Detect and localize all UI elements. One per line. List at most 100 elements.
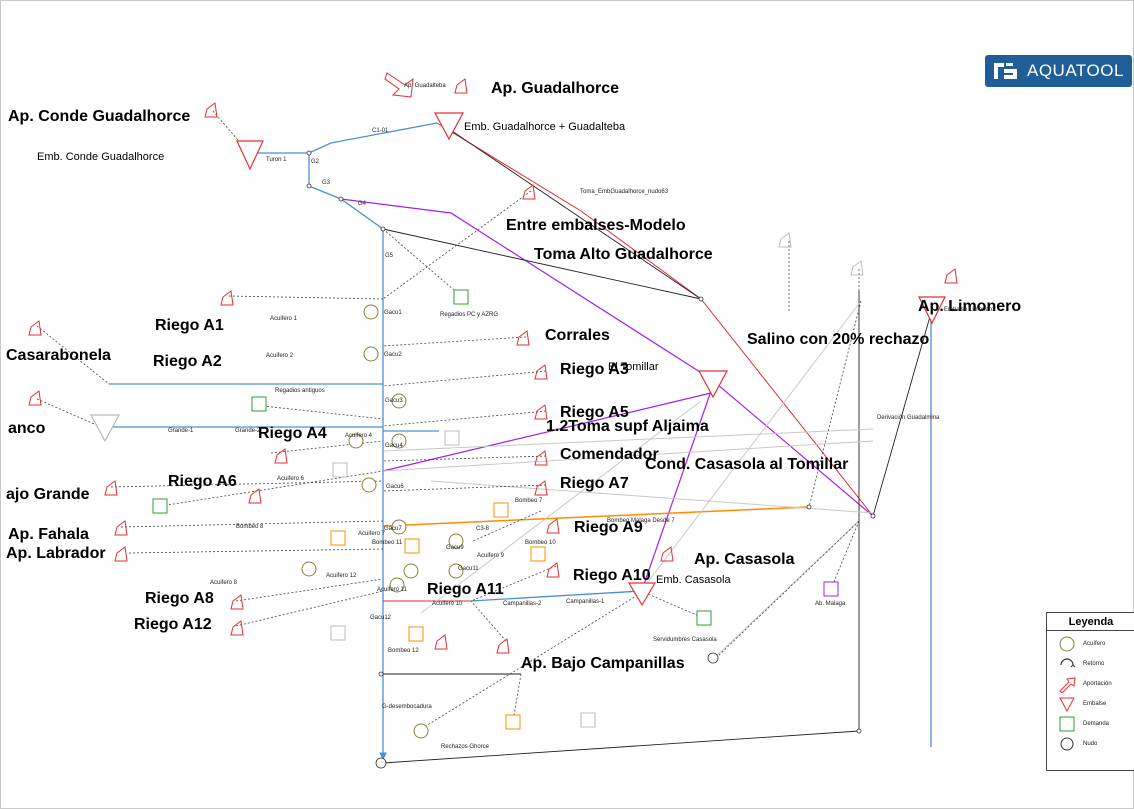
legend-item-inflow: Aportación (1047, 675, 1134, 693)
label-ap-fahala: Ap. Fahala (8, 526, 89, 543)
label-ajo-grande: ajo Grande (6, 486, 90, 503)
label-acuifero-2: Acuifero 2 (266, 353, 294, 359)
label-campanillas-1: Campanillas-1 (566, 599, 605, 605)
label-ap-limonero: Ap. Limonero (918, 298, 1022, 315)
label-bombeo-12: Bombeo 12 (388, 648, 419, 654)
label-bombeo-11: Bombeo 11 (372, 540, 403, 546)
inflow-symbol-grey-2 (850, 260, 864, 276)
reservoir-46 (697, 370, 729, 399)
dotted-links (36, 110, 862, 730)
legend-label: Retorno (1083, 661, 1105, 667)
label-grande-2: Grande-2 (235, 428, 261, 434)
reservoir-24 (89, 414, 121, 443)
label-bombeo-malaga: Bombeo Malaga Desde 7 (607, 518, 675, 524)
nodes (306, 150, 876, 769)
label-acuifero-10: Acuifero 10 (432, 601, 463, 607)
legend-label: Acuífero (1083, 641, 1106, 647)
label-gacu9: Gacu9 (446, 545, 464, 551)
label-toma-nudo63: Toma_EmbGuadalhorce_nudo63 (580, 189, 669, 195)
label-riego-a9: Riego A9 (574, 519, 643, 536)
inflow-symbols (28, 72, 958, 654)
label-ap-guadalhorce: Ap. Guadalhorce (491, 80, 620, 97)
label-acuifero-4: Acuifero 4 (345, 433, 373, 439)
black-lines (381, 128, 932, 764)
label-riego-a6: Riego A6 (168, 473, 237, 490)
legend-panel: Leyenda Acuífero Retorno Aportación Emba… (1046, 612, 1134, 771)
label-c1-01: C1-01 (372, 128, 389, 134)
label-comendador: Comendador (560, 446, 659, 463)
label-gacu6: Gacu6 (386, 484, 404, 490)
label-gacu2: Gacu2 (384, 352, 402, 358)
demand-icon (1059, 716, 1075, 732)
label-riego-a10: Riego A10 (573, 567, 651, 584)
aquifer-icon (1059, 636, 1075, 652)
label-toma-alto-guadalhorce: Toma Alto Guadalhorce (534, 246, 713, 263)
label-ab-malaga: Ab. Malaga (815, 601, 846, 607)
label-acuifero-12: Acuifero 12 (326, 573, 357, 579)
label-entre-embalses: Entre embalses-Modelo (506, 217, 686, 234)
legend-label: Embalse (1083, 701, 1107, 707)
label-gacu1: Gacu1 (384, 310, 402, 316)
label-servidumbres: Servidumbres Casasola (653, 637, 717, 643)
label-bombeo-7: Bombeo 7 (515, 498, 543, 504)
label-regadios-pc: Regadios PC y AZRG (440, 312, 499, 318)
label-campanillas-2: Campanillas-2 (503, 601, 542, 607)
label-derivacion: Derivación Guadalmina (877, 415, 940, 421)
label-ap-guadalteba: Ap. Guadalteba (404, 83, 446, 89)
reservoir-61 (433, 112, 465, 141)
label-g-desembocadura: G-desembocadura (382, 704, 432, 710)
label-gacu7: Gacu7 (384, 526, 402, 532)
label-riego-a5: Riego A5 (560, 404, 629, 421)
legend-item-reservoir: Embalse (1047, 695, 1134, 713)
demands (152, 289, 839, 730)
label-gacu12: Gacu12 (370, 615, 392, 621)
reservoirs (236, 112, 946, 607)
label-el-tomillar: El Tomillar (608, 361, 659, 373)
label-acuifero-8: Acuifero 8 (210, 580, 238, 586)
aquatool-logo: AQUATOOL (985, 55, 1132, 87)
label-anco: anco (8, 420, 46, 437)
reservoir-icon (1059, 697, 1075, 713)
label-rechazos: Rechazos Ghorce (441, 744, 490, 750)
pumping-lines (382, 506, 810, 527)
label-riego-a7: Riego A7 (560, 475, 629, 492)
label-riego-a11: Riego A11 (427, 581, 504, 598)
node-icon (1060, 737, 1074, 751)
legend-item-return: Retorno (1047, 655, 1134, 673)
label-riego-a12: Riego A12 (134, 616, 212, 633)
label-g3: G3 (322, 180, 331, 186)
reservoir-limonero (918, 296, 946, 325)
label-corrales: Corrales (545, 327, 610, 344)
legend-label: Nudo (1083, 741, 1098, 747)
legend-item-aquifer: Acuífero (1047, 635, 1134, 653)
inflow-icon (1059, 677, 1076, 693)
label-gacu4: Gacu4 (385, 443, 403, 449)
label-bombeo-10: Bombeo 10 (525, 540, 556, 546)
label-cond-casasola: Cond. Casasola al Tomillar (645, 456, 849, 473)
label-acuifero-1: Acuifero 1 (270, 316, 298, 322)
legend-title: Leyenda (1047, 613, 1134, 631)
label-c3-8: C3-8 (476, 526, 490, 532)
label-bombeo-8: Bombeo 8 (236, 524, 264, 530)
label-g4: G4 (358, 201, 367, 207)
label-ap-bajo-campanillas: Ap. Bajo Campanillas (521, 655, 685, 672)
label-gacu3: Gacu3 (385, 398, 403, 404)
legend-label: Demanda (1083, 721, 1110, 727)
label-embalse-limonero: Embalse Limonero (944, 307, 995, 313)
inflow-symbol-grey-1 (778, 232, 792, 248)
label-ap-labrador: Ap. Labrador (6, 545, 106, 562)
aquatool-logo-icon (994, 63, 1017, 79)
label-g5: G5 (385, 253, 394, 259)
label-ap-conde-guadalhorce: Ap. Conde Guadalhorce (8, 108, 191, 125)
label-g2: G2 (311, 159, 320, 165)
label-emb-casasola: Emb. Casasola (656, 574, 731, 586)
label-emb-conde: Emb. Conde Guadalhorce (37, 151, 165, 163)
inflow-lines (383, 122, 874, 602)
label-acuifero-7: Acuifero 7 (358, 531, 386, 537)
label-riego-a8: Riego A8 (145, 590, 214, 607)
label-emb-guadalhorce: Emb. Guadalhorce + Guadalteba (464, 121, 626, 133)
reservoir-37 (627, 582, 657, 607)
label-ap-casasola: Ap. Casasola (694, 551, 795, 568)
